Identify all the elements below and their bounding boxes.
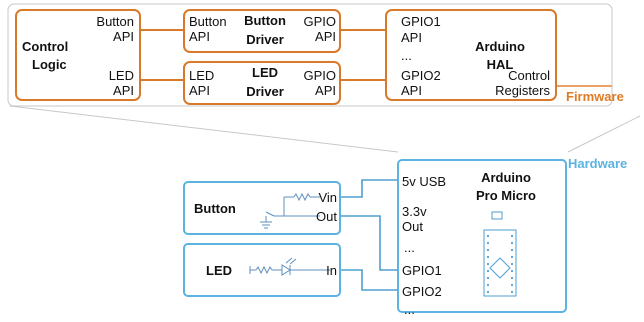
button-api-port-line2: API <box>113 29 134 44</box>
callout-line-right <box>567 115 641 153</box>
button-hw-title: Button <box>194 201 236 216</box>
button-api-port-line1: Button <box>96 14 134 29</box>
button-driver-right-line2: API <box>315 29 336 44</box>
wire-in-gpio2 <box>340 269 400 291</box>
hal-gpio2-line1: GPIO2 <box>401 68 441 83</box>
pro-micro-title-line1: Arduino <box>481 170 531 185</box>
hal-gpio2-line2: API <box>401 83 422 98</box>
led-driver-right-line1: GPIO <box>303 68 336 83</box>
led-driver-left-line1: LED <box>189 68 214 83</box>
wire-out-gpio1 <box>340 215 400 271</box>
pro-micro-pin-5v: 5v USB <box>402 174 446 189</box>
button-pin-vin: Vin <box>318 190 337 205</box>
hal-gpio1-line1: GPIO1 <box>401 14 441 29</box>
control-logic-title-line1: Control <box>22 39 68 54</box>
button-driver-title-line1: Button <box>244 13 286 28</box>
led-driver-left-line2: API <box>189 83 210 98</box>
control-logic-block: Control Logic Button API LED API <box>15 9 141 101</box>
wire-vin-5v <box>340 179 400 198</box>
callout-line-left <box>9 105 399 153</box>
pro-micro-board-icon <box>483 211 517 297</box>
hal-control-line1: Control <box>508 68 550 83</box>
led-pin-in: In <box>326 263 337 278</box>
pro-micro-pin-33v-line1: 3.3v <box>402 204 427 219</box>
pro-micro-pin-33v-line2: Out <box>402 219 423 234</box>
pro-micro-block: 5v USB 3.3v Out ... GPIO1 GPIO2 ... Ardu… <box>397 159 567 317</box>
pro-micro-ellipsis-1: ... <box>404 240 415 255</box>
hal-gpio1-line2: API <box>401 30 422 45</box>
hardware-section-label: Hardware <box>568 156 627 171</box>
firmware-section-label: Firmware <box>566 89 624 104</box>
control-logic-title-line2: Logic <box>32 57 67 72</box>
button-driver-left-line2: API <box>189 29 210 44</box>
button-pin-out: Out <box>316 209 337 224</box>
hal-title-line2: HAL <box>487 57 514 72</box>
led-api-port-line1: LED <box>109 68 134 83</box>
hal-control-line2: Registers <box>495 83 550 98</box>
led-hw-title: LED <box>206 263 232 278</box>
pro-micro-pin-gpio1: GPIO1 <box>402 263 442 278</box>
button-schematic <box>260 192 320 229</box>
pro-micro-ellipsis-2: ... <box>404 302 415 317</box>
button-driver-title-line2: Driver <box>246 32 284 47</box>
led-api-port-line2: API <box>113 83 134 98</box>
led-hardware-block: LED In <box>183 243 341 297</box>
button-hardware-block: Button Vin Out <box>183 181 341 235</box>
led-driver-title-line2: Driver <box>246 84 284 99</box>
pro-micro-title-line2: Pro Micro <box>476 188 536 203</box>
led-driver-block: LED API LED Driver GPIO API <box>183 61 341 105</box>
led-driver-title-line1: LED <box>252 65 278 80</box>
arduino-hal-block: GPIO1 API ... GPIO2 API Arduino HAL Cont… <box>385 9 557 101</box>
pro-micro-pin-gpio2: GPIO2 <box>402 284 442 299</box>
button-driver-block: Button API Button Driver GPIO API <box>183 9 341 53</box>
led-schematic <box>249 257 330 276</box>
hal-title-line1: Arduino <box>475 39 525 54</box>
hal-ellipsis: ... <box>401 48 412 63</box>
button-driver-right-line1: GPIO <box>303 14 336 29</box>
led-driver-right-line2: API <box>315 83 336 98</box>
button-driver-left-line1: Button <box>189 14 227 29</box>
